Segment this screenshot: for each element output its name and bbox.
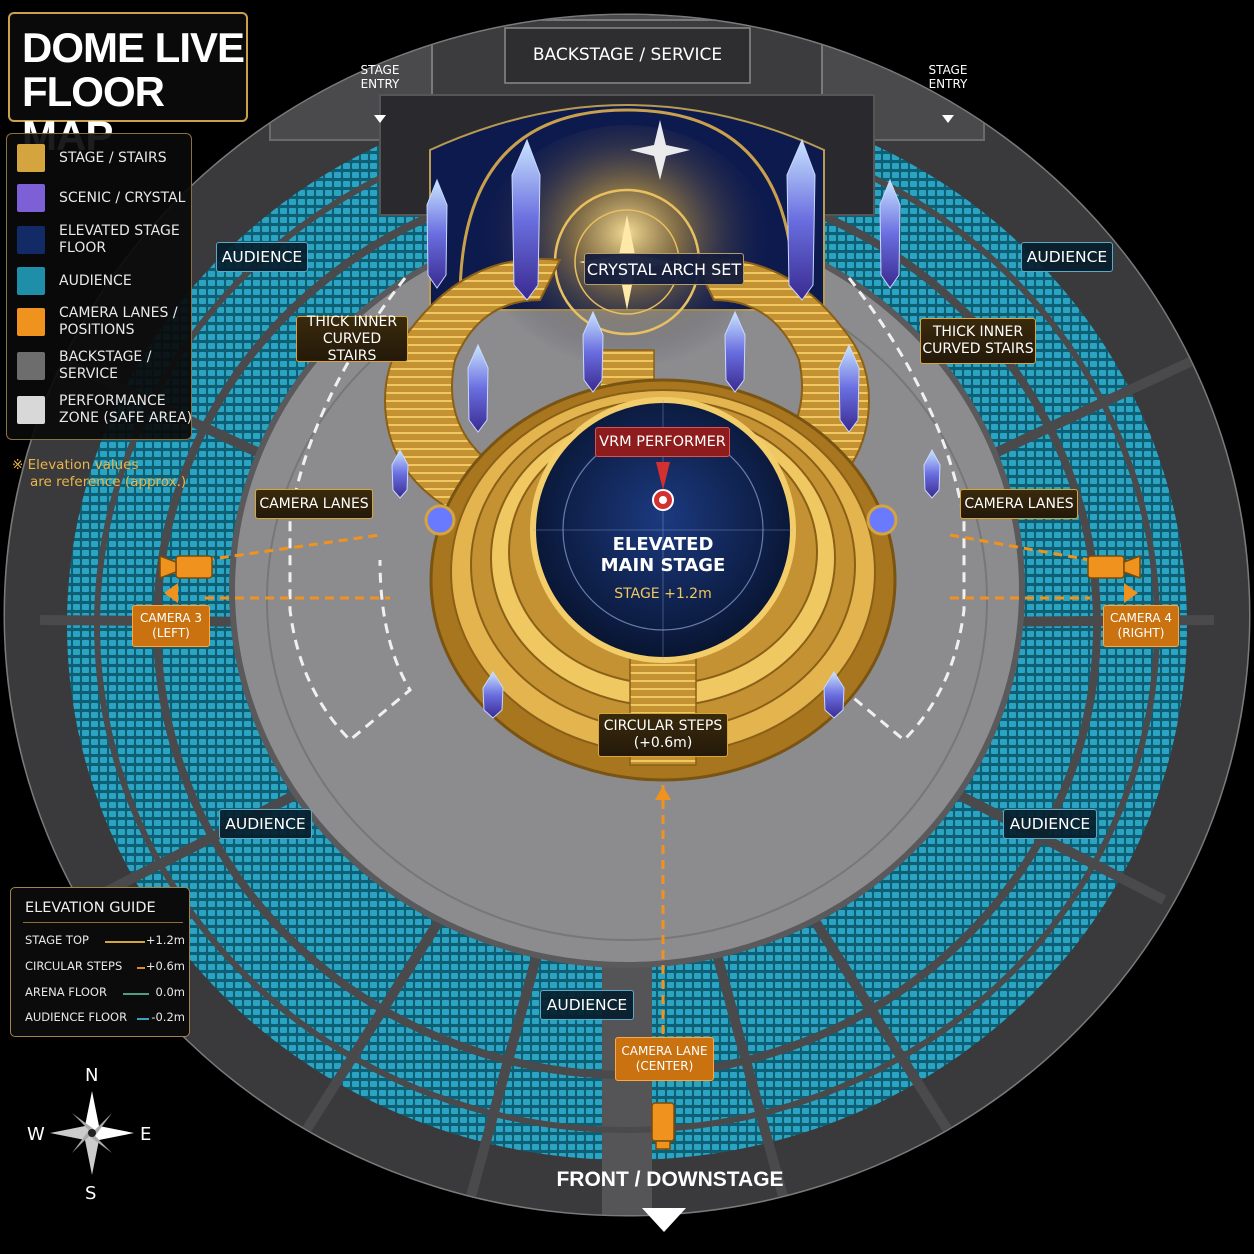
stage-entry-right-arrow <box>942 115 954 123</box>
camera-lanes-left-label: CAMERA LANES <box>255 489 373 519</box>
compass-south: S <box>85 1183 97 1204</box>
stairs-right-label: THICK INNER CURVED STAIRS <box>920 318 1036 364</box>
front-arrow <box>642 1208 686 1232</box>
elevation-note: ※ Elevation values are reference (approx… <box>12 457 202 491</box>
legend-label: BACKSTAGE / SERVICE <box>59 349 152 382</box>
main-stage-label: ELEVATED MAIN STAGE <box>600 534 726 576</box>
camera-4-label: CAMERA 4 (RIGHT) <box>1103 605 1179 647</box>
stage-entry-left-arrow <box>374 115 386 123</box>
elevation-name: CIRCULAR STEPS <box>25 959 123 973</box>
compass-west: W <box>27 1124 45 1145</box>
elevation-guide-title: ELEVATION GUIDE <box>25 900 156 916</box>
legend-label: STAGE / STAIRS <box>59 149 167 166</box>
legend-swatch-stage-floor <box>17 226 45 254</box>
stage-entry-right-label: STAGE ENTRY <box>928 63 968 91</box>
note-line-1: ※ Elevation values <box>12 457 139 473</box>
elevation-value: -0.2m <box>151 1010 185 1024</box>
legend-item: ELEVATED STAGE FLOOR <box>17 220 189 260</box>
elevation-name: STAGE TOP <box>25 933 89 947</box>
legend: STAGE / STAIRS SCENIC / CRYSTAL ELEVATED… <box>6 133 192 440</box>
audience-nw-label: AUDIENCE <box>216 242 308 272</box>
crystal-arch-label: CRYSTAL ARCH SET <box>584 253 744 285</box>
backstage-label: BACKSTAGE / SERVICE <box>532 45 723 65</box>
circular-steps-label: CIRCULAR STEPS (+0.6m) <box>598 713 728 757</box>
legend-item: SCENIC / CRYSTAL <box>17 178 189 218</box>
legend-item: STAGE / STAIRS <box>17 138 189 178</box>
compass-north: N <box>85 1065 99 1086</box>
crystals <box>391 138 941 719</box>
legend-label: CAMERA LANES / POSITIONS <box>59 305 178 338</box>
elevation-line <box>137 1018 149 1020</box>
stairs-left-label: THICK INNER CURVED STAIRS <box>296 314 408 364</box>
legend-label: AUDIENCE <box>59 272 132 289</box>
legend-swatch-backstage <box>17 352 45 380</box>
vrm-performer-label: VRM PERFORMER <box>595 427 730 457</box>
elevation-value: +0.6m <box>145 959 185 973</box>
elevation-line <box>105 941 145 943</box>
title-line-1: DOME LIVE <box>22 24 245 71</box>
camera-lanes <box>204 533 1091 1035</box>
legend-item: CAMERA LANES / POSITIONS <box>17 302 189 342</box>
elevation-line <box>123 993 149 995</box>
elevation-name: ARENA FLOOR <box>25 985 107 999</box>
legend-item: AUDIENCE <box>17 261 189 301</box>
camera-center-label: CAMERA LANE (CENTER) <box>615 1037 714 1081</box>
elevation-row: STAGE TOP +1.2m <box>25 933 185 949</box>
elevation-value: 0.0m <box>155 985 186 999</box>
audience-ne-label: AUDIENCE <box>1021 242 1113 272</box>
legend-label: SCENIC / CRYSTAL <box>59 189 186 206</box>
legend-swatch-performance <box>17 396 45 424</box>
legend-swatch-audience <box>17 267 45 295</box>
note-line-2: are reference (approx.) <box>30 474 187 490</box>
legend-label: ELEVATED STAGE FLOOR <box>59 223 180 256</box>
audience-s-label: AUDIENCE <box>540 990 634 1020</box>
divider <box>23 922 183 923</box>
stage-entry-left-label: STAGE ENTRY <box>360 63 400 91</box>
map-title: DOME LIVE FLOOR MAP <box>8 12 248 158</box>
elevation-row: ARENA FLOOR 0.0m <box>25 985 185 1001</box>
elevation-name: AUDIENCE FLOOR <box>25 1010 128 1024</box>
stage-height-label: STAGE +1.2m <box>614 586 712 602</box>
audience-se-label: AUDIENCE <box>1003 809 1097 839</box>
elevation-value: +1.2m <box>145 933 185 947</box>
elevation-row: CIRCULAR STEPS +0.6m <box>25 959 185 975</box>
compass-east: E <box>140 1124 152 1145</box>
elevation-line <box>137 967 145 969</box>
legend-label: PERFORMANCE ZONE (SAFE AREA) <box>59 393 193 426</box>
camera-lanes-right-label: CAMERA LANES <box>960 489 1078 519</box>
front-downstage-label: FRONT / DOWNSTAGE <box>556 1168 784 1191</box>
camera-icons <box>159 554 1141 1150</box>
legend-swatch-crystal <box>17 184 45 212</box>
camera-3-label: CAMERA 3 (LEFT) <box>132 605 210 647</box>
elevation-row: AUDIENCE FLOOR -0.2m <box>25 1010 185 1026</box>
legend-swatch-stage <box>17 144 45 172</box>
legend-item: PERFORMANCE ZONE (SAFE AREA) <box>17 390 192 430</box>
compass-icon <box>50 1091 134 1175</box>
legend-swatch-camera <box>17 308 45 336</box>
legend-item: BACKSTAGE / SERVICE <box>17 346 189 386</box>
elevation-guide: ELEVATION GUIDE STAGE TOP +1.2m CIRCULAR… <box>10 887 190 1037</box>
audience-sw-label: AUDIENCE <box>219 809 312 839</box>
